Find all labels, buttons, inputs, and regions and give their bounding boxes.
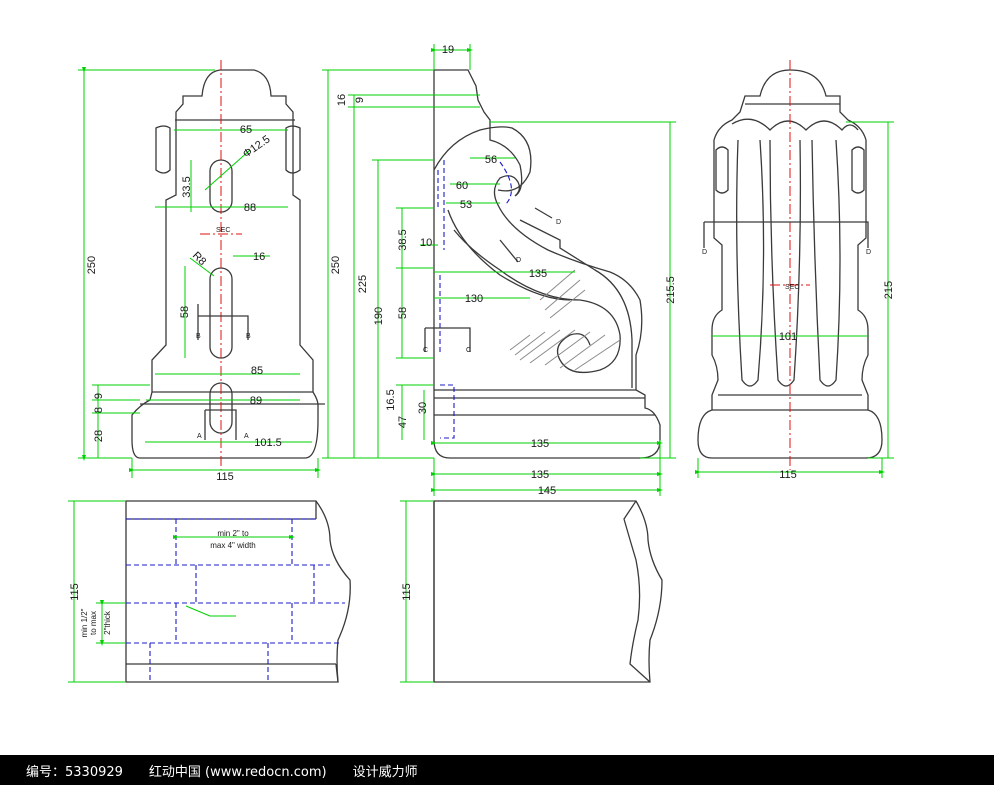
dim-9: 9 (93, 393, 105, 399)
cad-drawing: 250 115 65 Φ12.5 33.5 88 16 R8 58 85 89 … (68, 44, 895, 683)
section-c-right: C (466, 347, 471, 354)
footer-designer-role: 设计威力师 (352, 764, 418, 780)
section-d-lower: D (516, 257, 521, 264)
dim-10: 10 (420, 237, 432, 249)
section-c-left: C (423, 347, 428, 354)
dim-135-upper: 135 (529, 268, 547, 280)
dim-135-lower: 135 (531, 469, 549, 481)
dim-215-5: 215.5 (665, 276, 677, 304)
dim-215-rear: 215 (883, 281, 895, 299)
rear-elevation-view (697, 60, 883, 470)
dim-85: 85 (251, 365, 263, 377)
dim-250-side: 250 (330, 256, 342, 274)
dim-16-5: 16.5 (385, 389, 397, 410)
dim-250-front: 250 (86, 256, 98, 274)
rear-dimensions: 215 101 115 D D SEC (695, 121, 895, 481)
front-elevation-view (131, 60, 325, 470)
section-d-right-rear: D (866, 249, 871, 256)
section-b-left: B (196, 333, 201, 340)
dim-56: 56 (485, 154, 497, 166)
dim-38-5: 38.5 (397, 229, 409, 250)
footer-id-label: 编号：5330929 (26, 764, 123, 780)
dim-101: 101 (779, 331, 797, 343)
footer-site-link[interactable]: 红动中国 (www.redocn.com) (148, 764, 327, 780)
section-label-front: SEC (216, 227, 230, 234)
dim-115-front: 115 (216, 471, 234, 483)
plan-view-right: 115 (400, 500, 663, 683)
side-dimensions: 19 250 16 9 225 190 38.5 10 58 16.5 47 3… (322, 44, 677, 497)
dim-28: 28 (93, 430, 105, 442)
section-a-right: A (244, 433, 249, 440)
dim-130: 130 (465, 293, 483, 305)
dim-47: 47 (397, 416, 409, 428)
front-dimensions: 250 115 65 Φ12.5 33.5 88 16 R8 58 85 89 … (78, 67, 321, 483)
note-thickness-line1: min 1/2" (80, 608, 89, 637)
section-d-left-rear: D (702, 249, 707, 256)
dim-225: 225 (357, 275, 369, 293)
dim-33-5: 33.5 (181, 176, 193, 197)
dim-16: 16 (253, 251, 265, 263)
dim-145: 145 (538, 485, 556, 497)
dim-115-plan-left: 115 (69, 583, 81, 601)
section-label-rear: SEC (785, 284, 799, 291)
section-d-upper: D (556, 219, 561, 226)
dim-58: 58 (179, 306, 191, 318)
dim-115-plan-right: 115 (401, 583, 413, 601)
dim-58-side: 58 (397, 307, 409, 319)
section-a-left: A (197, 433, 202, 440)
note-width-line1: min 2" to (217, 529, 249, 538)
hatch-region (509, 269, 621, 371)
dim-89: 89 (250, 395, 262, 407)
dim-8: 8 (93, 407, 105, 413)
watermark-footer: 编号：5330929 红动中国 (www.redocn.com) 设计威力师 (0, 755, 994, 785)
dim-30: 30 (417, 402, 429, 414)
plan-view-left: 115 min 2" to max 4" width min 1/2" to m… (68, 500, 351, 683)
dim-diameter-12-5: Φ12.5 (241, 133, 273, 160)
dim-53: 53 (460, 199, 472, 211)
dim-r8: R8 (190, 250, 208, 268)
note-thickness-line2: to max (89, 611, 98, 635)
dim-65: 65 (240, 124, 252, 136)
dim-88: 88 (244, 202, 256, 214)
dim-19: 19 (442, 44, 454, 56)
dim-115-rear: 115 (779, 469, 797, 481)
note-thickness-line3: 2"thick (103, 610, 112, 635)
dim-190: 190 (373, 307, 385, 325)
dim-101-5: 101.5 (254, 437, 282, 449)
section-b-right: B (246, 333, 251, 340)
side-elevation-view (424, 69, 661, 459)
note-width-line2: max 4" width (210, 541, 256, 550)
dim-135-base: 135 (531, 438, 549, 450)
dim-9-side: 9 (354, 97, 366, 103)
dim-60: 60 (456, 180, 468, 192)
dim-16-side: 16 (336, 94, 348, 106)
